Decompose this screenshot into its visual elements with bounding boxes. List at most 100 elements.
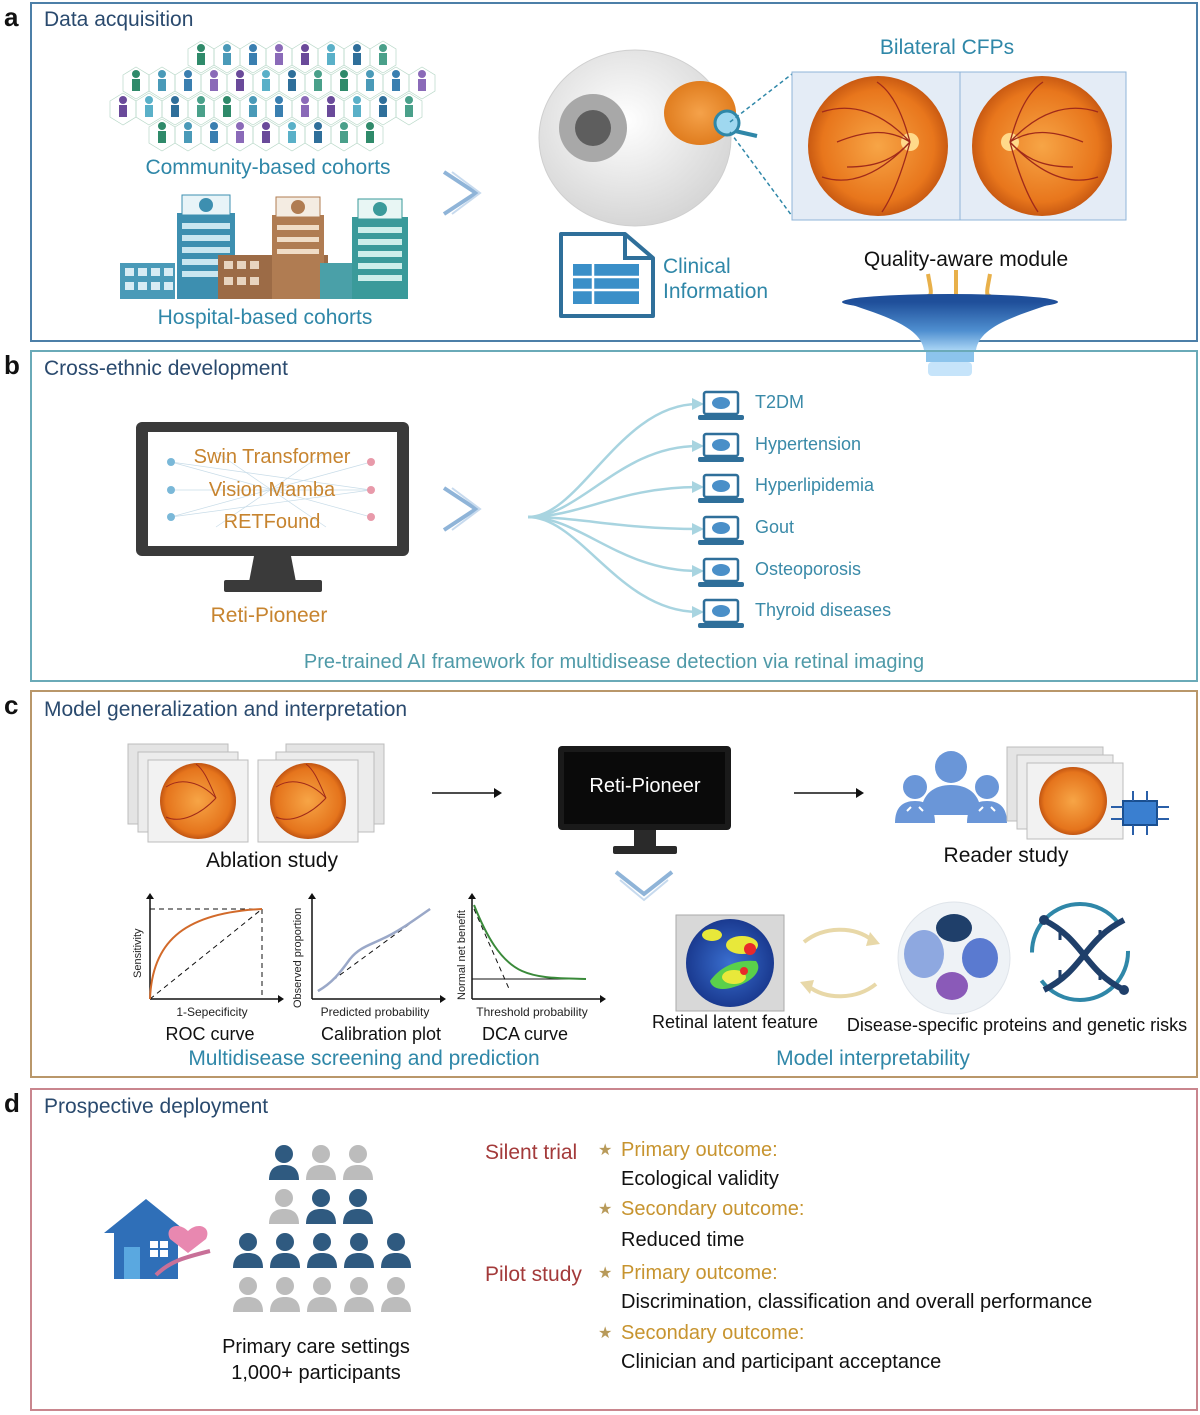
interpretability-caption: Model interpretability	[776, 1047, 970, 1070]
person-body	[184, 79, 192, 91]
quality-aware-label: Quality-aware module	[863, 248, 1069, 271]
person-body	[249, 105, 257, 117]
person-head	[249, 96, 257, 104]
participant-head	[239, 1233, 257, 1251]
person-head	[301, 96, 309, 104]
participant-head	[276, 1277, 294, 1295]
person-body	[223, 105, 231, 117]
arrow-right-icon	[432, 788, 502, 798]
person-body	[418, 79, 426, 91]
person-body	[249, 53, 257, 65]
panel-model-generalization	[30, 690, 1198, 1078]
star-icon: ★	[598, 1142, 613, 1159]
clinical-document-icon	[559, 232, 655, 318]
person-body	[288, 131, 296, 143]
person-body	[158, 79, 166, 91]
fan-arrow	[527, 515, 699, 573]
dca-y-label: Normal net benefit	[456, 910, 468, 1000]
person-head	[327, 96, 335, 104]
participant-head	[350, 1233, 368, 1251]
fan-arrowhead	[692, 440, 704, 452]
panel-letter-c: c	[4, 690, 19, 720]
person-body	[158, 131, 166, 143]
roc-curve-plot	[146, 893, 284, 1003]
person-head	[392, 70, 400, 78]
fan-arrow	[527, 515, 699, 531]
person-body	[392, 79, 400, 91]
panel-cross-ethnic	[30, 350, 1198, 682]
participant-body	[306, 1209, 336, 1224]
outcome-text: Clinician and participant acceptance	[621, 1351, 942, 1373]
outcome-heading: Secondary outcome:	[621, 1322, 805, 1344]
person-body	[223, 53, 231, 65]
outcome-heading: Primary outcome:	[621, 1139, 778, 1161]
chevron-right-icon	[442, 486, 482, 532]
hospital-cohorts-label: Hospital-based cohorts	[157, 306, 373, 329]
community-hex-cell	[356, 118, 384, 152]
clinical-line-1: Clinical	[663, 255, 731, 278]
person-head	[314, 122, 322, 130]
settings-line-1: Primary care settings	[222, 1336, 410, 1358]
participant-head	[275, 1145, 293, 1163]
person-head	[366, 70, 374, 78]
person-head	[171, 96, 179, 104]
person-head	[236, 70, 244, 78]
person-head	[262, 70, 270, 78]
primary-care-label: Primary care settings 1,000+ participant…	[222, 1334, 410, 1386]
person-body	[197, 105, 205, 117]
fan-arrow	[527, 402, 699, 519]
clinical-line-2: Information	[663, 280, 769, 303]
fan-arrowhead	[692, 606, 704, 618]
fan-arrow	[527, 444, 699, 519]
person-head	[249, 44, 257, 52]
laptop-brain-icon	[698, 432, 744, 462]
calibration-x-label: Predicted probability	[320, 1005, 430, 1019]
person-body	[210, 79, 218, 91]
participant-body	[233, 1297, 263, 1312]
eyeball-icon	[538, 49, 758, 227]
person-body	[314, 131, 322, 143]
person-head	[405, 96, 413, 104]
person-head	[145, 96, 153, 104]
panel-letter-b: b	[4, 350, 20, 380]
person-body	[314, 79, 322, 91]
fan-arrow	[527, 515, 699, 614]
person-body	[366, 79, 374, 91]
person-body	[379, 53, 387, 65]
person-body	[327, 53, 335, 65]
outcome-text: Reduced time	[621, 1229, 745, 1251]
disease-label: Osteoporosis	[755, 559, 862, 579]
participant-body	[343, 1209, 373, 1224]
panel-data-acquisition	[30, 2, 1198, 342]
star-icon: ★	[598, 1265, 613, 1282]
model-retfound: RETFound	[223, 511, 321, 533]
star-icon: ★	[598, 1201, 613, 1218]
retinal-latent-label: Retinal latent feature	[651, 1012, 819, 1032]
bilateral-cfps-label: Bilateral CFPs	[879, 36, 1015, 59]
participant-body	[270, 1297, 300, 1312]
person-head	[366, 122, 374, 130]
silent-trial-label: Silent trial	[485, 1141, 578, 1164]
participant-body	[344, 1297, 374, 1312]
participant-head	[239, 1277, 257, 1295]
person-body	[210, 131, 218, 143]
panel-letter-a: a	[4, 2, 19, 32]
clinical-information-label: Clinical Information	[663, 254, 768, 304]
laptop-brain-icon	[698, 515, 744, 545]
dca-curve-label: DCA curve	[481, 1024, 569, 1044]
proteins-genetic-label: Disease-specific proteins and genetic ri…	[846, 1015, 1188, 1035]
community-cohorts-label: Community-based cohorts	[145, 156, 391, 179]
person-body	[184, 131, 192, 143]
panel-b-caption: Pre-trained AI framework for multidiseas…	[303, 651, 925, 673]
reti-pioneer-monitor-label: Reti-Pioneer	[589, 775, 701, 797]
outcome-text: Ecological validity	[621, 1168, 779, 1190]
participant-body	[270, 1253, 300, 1268]
person-head	[223, 96, 231, 104]
pilot-study-label: Pilot study	[485, 1263, 582, 1286]
reti-pioneer-label: Reti-Pioneer	[210, 604, 328, 627]
person-head	[288, 70, 296, 78]
disease-fan-arrows	[527, 398, 704, 618]
person-body	[353, 53, 361, 65]
model-monitor-icon	[136, 422, 409, 592]
person-head	[327, 44, 335, 52]
